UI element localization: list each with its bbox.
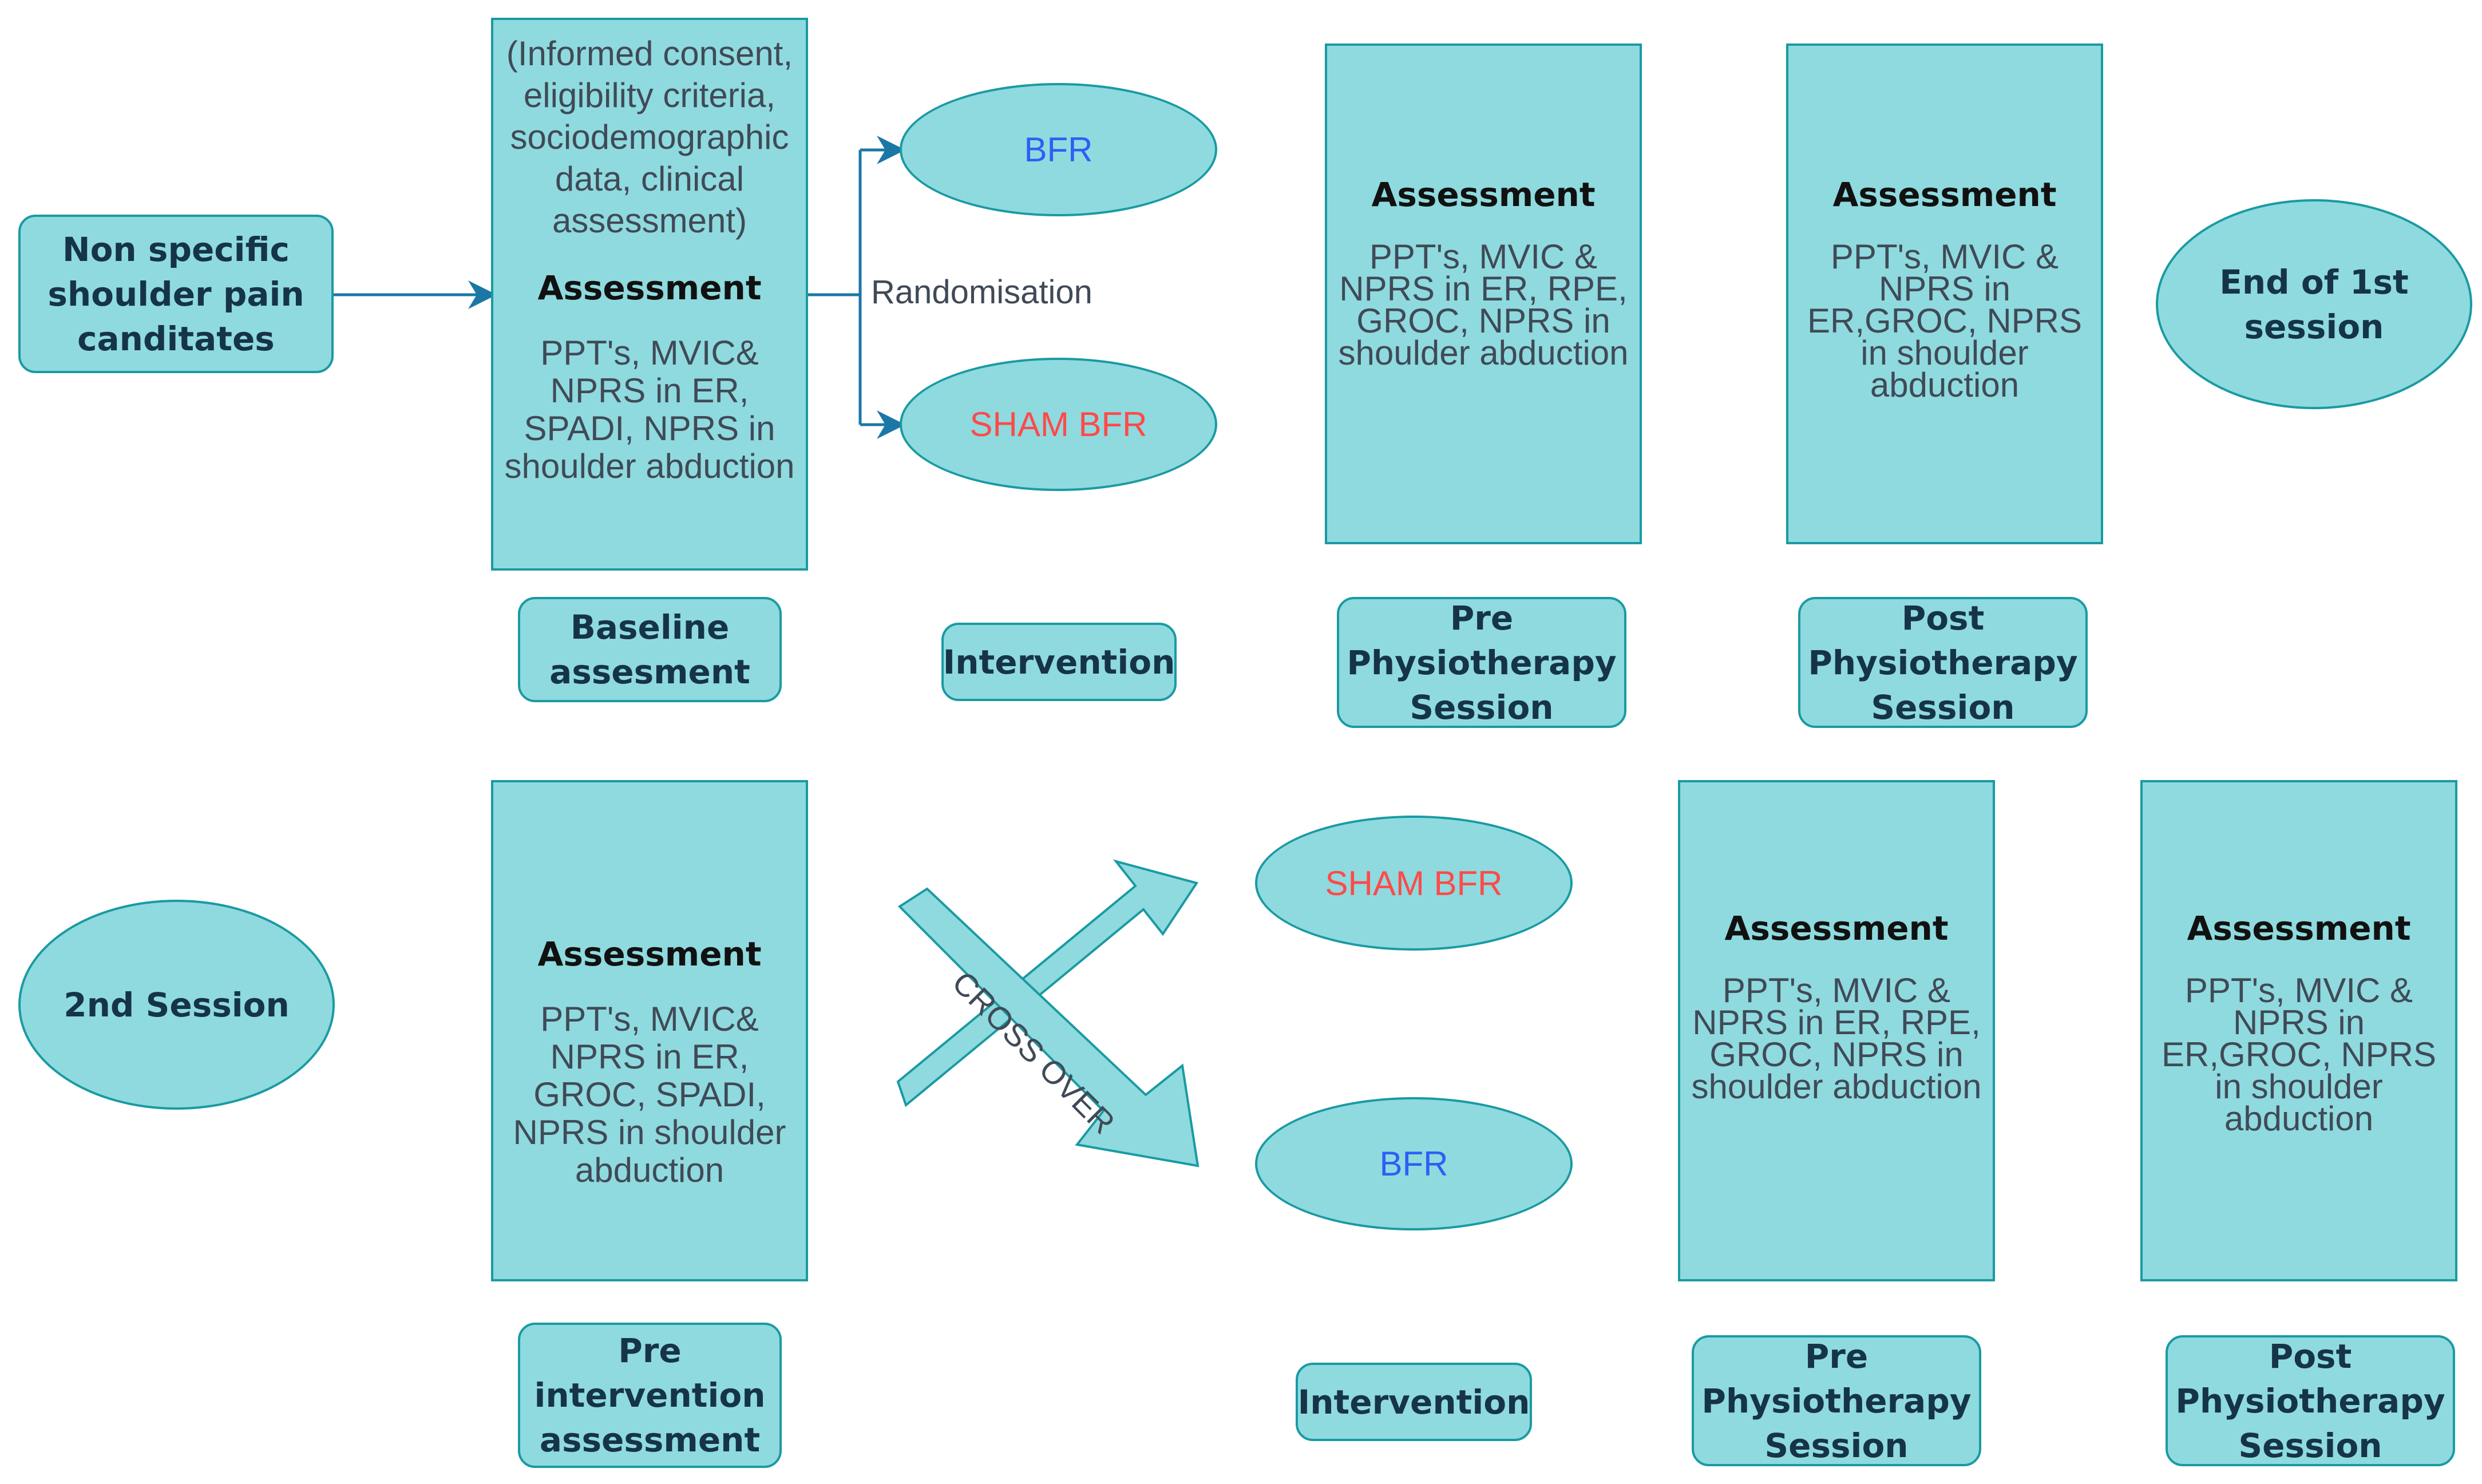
post-physio-body-1: PPT's, MVIC & NPRS in ER,GROC, NPRS in s… [1807,238,2083,404]
pre-physio-title-1: Assessment [1371,175,1596,214]
pre-physio-title-2: Assessment [1724,909,1949,948]
pre-physio-session-label-1-text: Pre Physiotherapy Session [1347,598,1617,727]
second-session-ellipse: 2nd Session [18,900,335,1110]
pre-intervention-assessment-label-text: Pre intervention assessment [534,1331,766,1459]
pre-physio-session-label-2: Pre Physiotherapy Session [1692,1335,1981,1466]
pre-physio-body-2: PPT's, MVIC & NPRS in ER, RPE, GROC, NPR… [1691,971,1982,1106]
baseline-assessment-body: PPT's, MVIC& NPRS in ER, SPADI, NPRS in … [504,334,795,485]
end-of-first-session-text: End of 1st session [2219,262,2409,346]
pre-intervention-assessment-box: Assessment PPT's, MVIC& NPRS in ER, GROC… [491,780,808,1281]
baseline-assessment-label: Baseline assesment [518,597,782,702]
baseline-assessment-title: Assessment [537,268,762,307]
baseline-preamble-text: (Informed consent, eligibility criteria,… [506,34,793,240]
end-of-first-session-ellipse: End of 1st session [2156,199,2472,409]
pre-physio-body-1: PPT's, MVIC & NPRS in ER, RPE, GROC, NPR… [1338,238,1629,372]
bfr-text: BFR [1024,130,1093,169]
post-physio-body-2: PPT's, MVIC & NPRS in ER,GROC, NPRS in s… [2161,971,2437,1138]
baseline-assessment-label-text: Baseline assesment [549,608,750,691]
intervention-label-1-text: Intervention [943,642,1175,682]
post-physio-session-label-1: Post Physiotherapy Session [1798,597,2088,728]
randomisation-connector [808,150,862,425]
post-physio-session-label-2-text: Post Physiotherapy Session [2175,1336,2445,1465]
post-physio-title-1: Assessment [1832,175,2057,214]
baseline-assessment-box: (Informed consent, eligibility criteria,… [491,18,808,571]
second-session-text: 2nd Session [64,985,290,1024]
pre-intervention-title: Assessment [537,935,762,973]
sham-bfr-text: SHAM BFR [969,405,1147,444]
sham-bfr-ellipse: SHAM BFR [900,358,1217,491]
intervention-label-2-text: Intervention [1297,1382,1530,1422]
post-physio-session-label-2: Post Physiotherapy Session [2166,1335,2455,1466]
shoulder-pain-candidates-box: Non specific shoulder pain canditates [18,215,334,373]
intervention-label-1: Intervention [941,623,1177,701]
sham-bfr-ellipse-2: SHAM BFR [1255,816,1573,951]
randomisation-label: Randomisation [871,274,1092,311]
pre-physio-session-label-1: Pre Physiotherapy Session [1337,597,1626,728]
post-physio-session-label-1-text: Post Physiotherapy Session [1808,598,2078,727]
bfr-text-2: BFR [1379,1145,1448,1183]
shoulder-pain-candidates-text: Non specific shoulder pain canditates [47,229,304,358]
cross-over-arrows [896,859,1200,1168]
pre-physio-assessment-box-2: Assessment PPT's, MVIC & NPRS in ER, RPE… [1678,780,1995,1281]
sham-bfr-text-2: SHAM BFR [1325,864,1503,903]
cross-over-arrow-down [897,887,1200,1168]
post-physio-title-2: Assessment [2187,909,2411,948]
bfr-ellipse-2: BFR [1255,1097,1573,1230]
pre-intervention-body: PPT's, MVIC& NPRS in ER, GROC, SPADI, NP… [513,1000,786,1189]
intervention-label-2: Intervention [1296,1363,1532,1441]
pre-physio-session-label-2-text: Pre Physiotherapy Session [1701,1336,1972,1465]
post-physio-assessment-box-1: Assessment PPT's, MVIC & NPRS in ER,GROC… [1786,43,2103,544]
cross-over-arrow-up [896,859,1199,1107]
bfr-ellipse: BFR [900,83,1217,216]
pre-intervention-assessment-label: Pre intervention assessment [518,1323,782,1468]
pre-physio-assessment-box-1: Assessment PPT's, MVIC & NPRS in ER, RPE… [1325,43,1642,544]
post-physio-assessment-box-2: Assessment PPT's, MVIC & NPRS in ER,GROC… [2140,780,2457,1281]
